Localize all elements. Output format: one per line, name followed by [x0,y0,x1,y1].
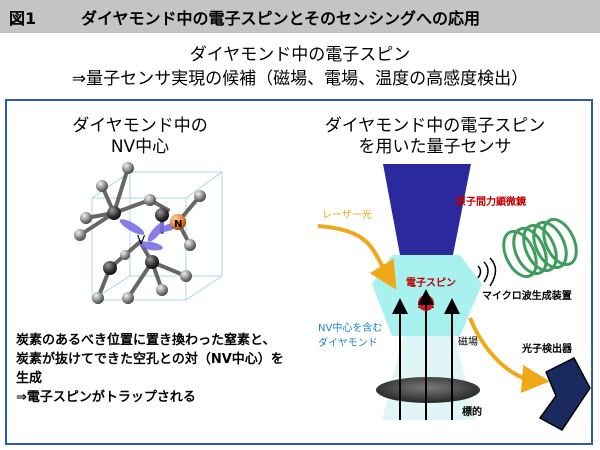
nv-description: 炭素のあるべき位置に置き換わった窒素と、 炭素が抜けてできた空孔との対（NV中心… [16,331,316,407]
emission-arrow [468,317,550,393]
detector-label: 光子検出器 [521,342,573,355]
description-line-3: 生成 [16,371,43,386]
content-frame [5,99,593,445]
magnetic-field-arrows [392,292,460,420]
subtitle-line-1: ダイヤモンド中の電子スピン [189,45,411,65]
figure-title: ダイヤモンド中の電子スピンとそのセンシングへの応用 [81,8,481,28]
nitrogen-atom [170,214,186,230]
target-disk [376,377,480,403]
description-line-1: 炭素のあるべき位置に置き換わった窒素と、 [16,333,276,348]
carbon-atoms [74,162,206,304]
electron-spin-label: 電子スピン [406,277,456,289]
figure-header: 図1 ダイヤモンド中の電子スピンとそのセンシングへの応用 [0,0,600,33]
description-line-2: 炭素が抜けてできた空孔との対（NV中心）を [16,352,284,367]
microwave-coil [502,217,578,279]
sensor-heading-line-2: を用いた量子センサ [358,137,512,157]
diamond-label-line-1: NV中心を含む [318,321,382,334]
field-label: 磁場 [458,335,478,348]
nv-crystal-model: V N [74,162,223,304]
microwave-label: マイクロ波生成装置 [482,289,572,302]
subtitle-line-2: ⇒量子センサ実現の候補（磁場、電場、温度の高感度検出） [71,69,529,89]
laser-label: レーザー光 [322,208,372,221]
quantum-sensor-illustration: 原子間力顕微鏡 レーザー光 電子スピン マイクロ波生成装置 NV中心を含む ダイ… [317,164,591,431]
figure-number: 図1 [9,8,37,28]
nv-heading-line-1: ダイヤモンド中の [72,116,208,136]
photon-detector [538,357,591,431]
vacancy-label: V [137,233,146,247]
diamond-label-line-2: ダイヤモンド [318,336,378,349]
nv-heading-line-2: NV中心 [110,137,170,157]
nv-center-heading: ダイヤモンド中の NV中心 [20,116,260,158]
nitrogen-label: N [174,219,182,230]
laser-arrow [317,224,397,290]
afm-label: 原子間力顕微鏡 [456,195,526,208]
sensor-heading: ダイヤモンド中の電子スピン を用いた量子センサ [280,116,590,158]
microwave-waves [477,257,497,287]
afm-probe [383,164,471,255]
sensor-heading-line-1: ダイヤモンド中の電子スピン [324,116,546,136]
description-line-4: ⇒電子スピンがトラップされる [16,390,196,405]
target-label: 標的 [462,405,482,418]
